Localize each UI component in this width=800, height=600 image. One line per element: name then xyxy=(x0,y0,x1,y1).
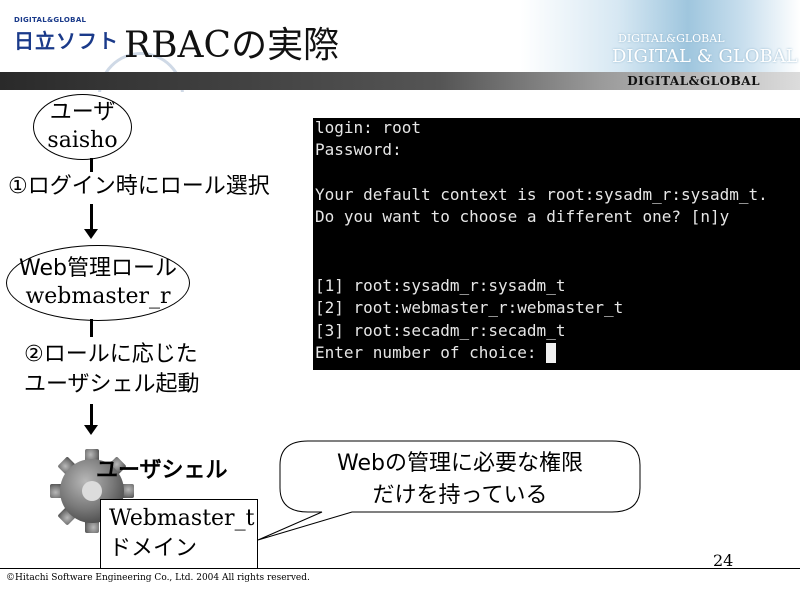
block-cursor-icon xyxy=(546,343,557,363)
terminal-line: Do you want to choose a different one? [… xyxy=(315,207,730,226)
terminal-line: [1] root:sysadm_r:sysadm_t xyxy=(315,276,566,295)
connector-line-3 xyxy=(90,319,93,337)
terminal-line: login: root xyxy=(315,118,421,137)
header-ghost-text-large: DIGITAL & GLOBAL xyxy=(612,46,798,67)
copyright-notice: ©Hitachi Software Engineering Co., Ltd. … xyxy=(6,573,310,583)
user-node-name: saisho xyxy=(47,128,118,153)
terminal-line: Password: xyxy=(315,140,402,159)
callout-line-2: だけを持っている xyxy=(372,483,548,508)
connector-line-1 xyxy=(90,158,93,172)
terminal-line: Your default context is root:sysadm_r:sy… xyxy=(315,185,768,204)
logo-tagline: DIGITAL&GLOBAL xyxy=(14,16,87,24)
user-node-label: ユーザ xyxy=(49,100,116,125)
terminal-line: [3] root:secadm_r:secadm_t xyxy=(315,321,566,340)
step-1-text: ①ログイン時にロール選択 xyxy=(8,174,270,199)
page-number: 24 xyxy=(713,551,734,570)
arrow-down-icon xyxy=(84,425,98,435)
band-label: DIGITAL&GLOBAL xyxy=(627,74,760,88)
domain-label: ドメイン xyxy=(109,536,198,561)
user-node: ユーザ saisho xyxy=(33,94,132,160)
header-ghost-text-small: DIGITAL&GLOBAL xyxy=(618,32,725,45)
terminal-prompt: Enter number of choice: xyxy=(315,343,547,362)
header-decoration xyxy=(520,0,800,74)
connector-line-4 xyxy=(90,404,93,426)
callout-text: Webの管理に必要な権限 だけを持っている xyxy=(282,448,638,512)
header-band xyxy=(0,72,800,90)
step-2-text: ②ロールに応じた ユーザシェル起動 xyxy=(24,340,200,400)
slide-header: DIGITAL&GLOBAL DIGITAL & GLOBAL DIGITAL&… xyxy=(0,0,800,92)
step-2-line-1: ②ロールに応じた xyxy=(24,342,198,367)
company-logo: 日立ソフト xyxy=(14,29,119,53)
web-role-node: Web管理ロール webmaster_r xyxy=(6,245,190,321)
callout-line-1: Webの管理に必要な権限 xyxy=(337,451,583,476)
web-role-label: Web管理ロール xyxy=(19,256,177,281)
domain-box: Webmaster_t ドメイン xyxy=(100,499,258,569)
arrow-down-icon xyxy=(84,229,98,239)
terminal-line: [2] root:webmaster_r:webmaster_t xyxy=(315,298,624,317)
domain-name: Webmaster_t xyxy=(109,506,255,531)
terminal-prompt-line[interactable]: Enter number of choice: xyxy=(315,343,557,363)
footer-divider xyxy=(0,568,800,569)
slide-title: RBACの実際 xyxy=(124,25,340,66)
web-role-name: webmaster_r xyxy=(25,284,171,309)
step-2-line-2: ユーザシェル起動 xyxy=(24,372,200,397)
user-shell-label: ユーザシェル xyxy=(96,458,228,483)
terminal-window[interactable]: login: root Password: Your default conte… xyxy=(313,118,800,370)
connector-line-2 xyxy=(90,204,93,230)
